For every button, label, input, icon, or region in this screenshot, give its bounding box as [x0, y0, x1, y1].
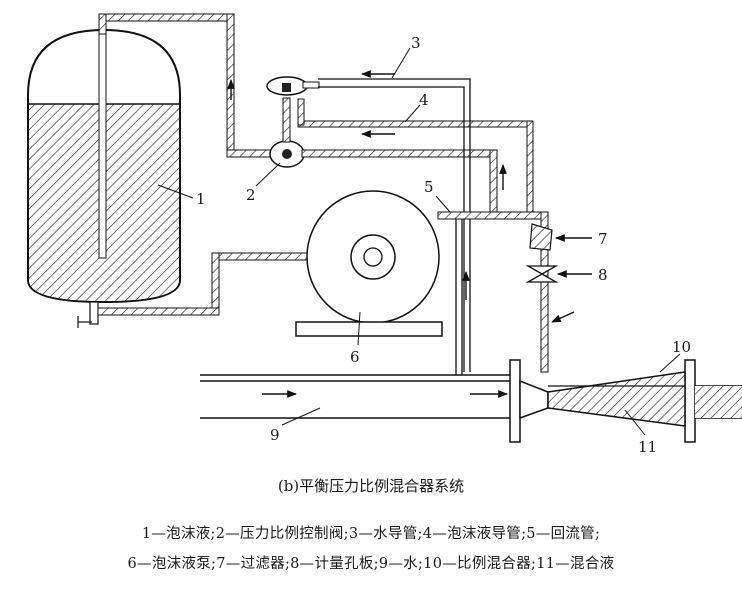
pressure-control-valve — [266, 76, 320, 168]
label-10: 10 — [672, 338, 691, 356]
foam-concentrate-line — [297, 98, 534, 219]
figure-caption: (b)平衡压力比例混合器系统 — [277, 477, 465, 495]
orifice-plate — [525, 265, 559, 283]
proportional-mixer — [509, 359, 742, 443]
label-4: 4 — [419, 91, 429, 109]
label-5: 5 — [424, 178, 434, 196]
label-2: 2 — [246, 186, 256, 204]
legend-line-1: 1—泡沫液;2—压力比例控制阀;3—水导管;4—泡沫液导管;5—回流管; — [141, 526, 601, 542]
label-8: 8 — [598, 266, 608, 284]
pump-to-tank-pipe — [97, 252, 373, 316]
mixer-system-diagram: 1 2 3 4 5 6 7 8 9 10 11 — [27, 13, 742, 456]
legend-line-2: 6—泡沫液泵;7—过滤器;8—计量孔板;9—水;10—比例混合器;11—混合液 — [127, 556, 615, 572]
foam-tank — [27, 28, 181, 328]
label-9: 9 — [270, 426, 280, 444]
foam-pump — [295, 190, 443, 337]
label-1: 1 — [196, 190, 206, 208]
flow-arrows — [227, 70, 592, 398]
label-6: 6 — [350, 348, 360, 366]
filter — [529, 223, 553, 251]
label-3: 3 — [411, 34, 421, 52]
leader-lines — [157, 47, 681, 436]
return-manifold — [437, 211, 549, 373]
label-7: 7 — [598, 230, 608, 248]
label-11: 11 — [638, 438, 657, 456]
return-line-down — [455, 219, 463, 375]
main-water-pipe — [200, 374, 512, 419]
